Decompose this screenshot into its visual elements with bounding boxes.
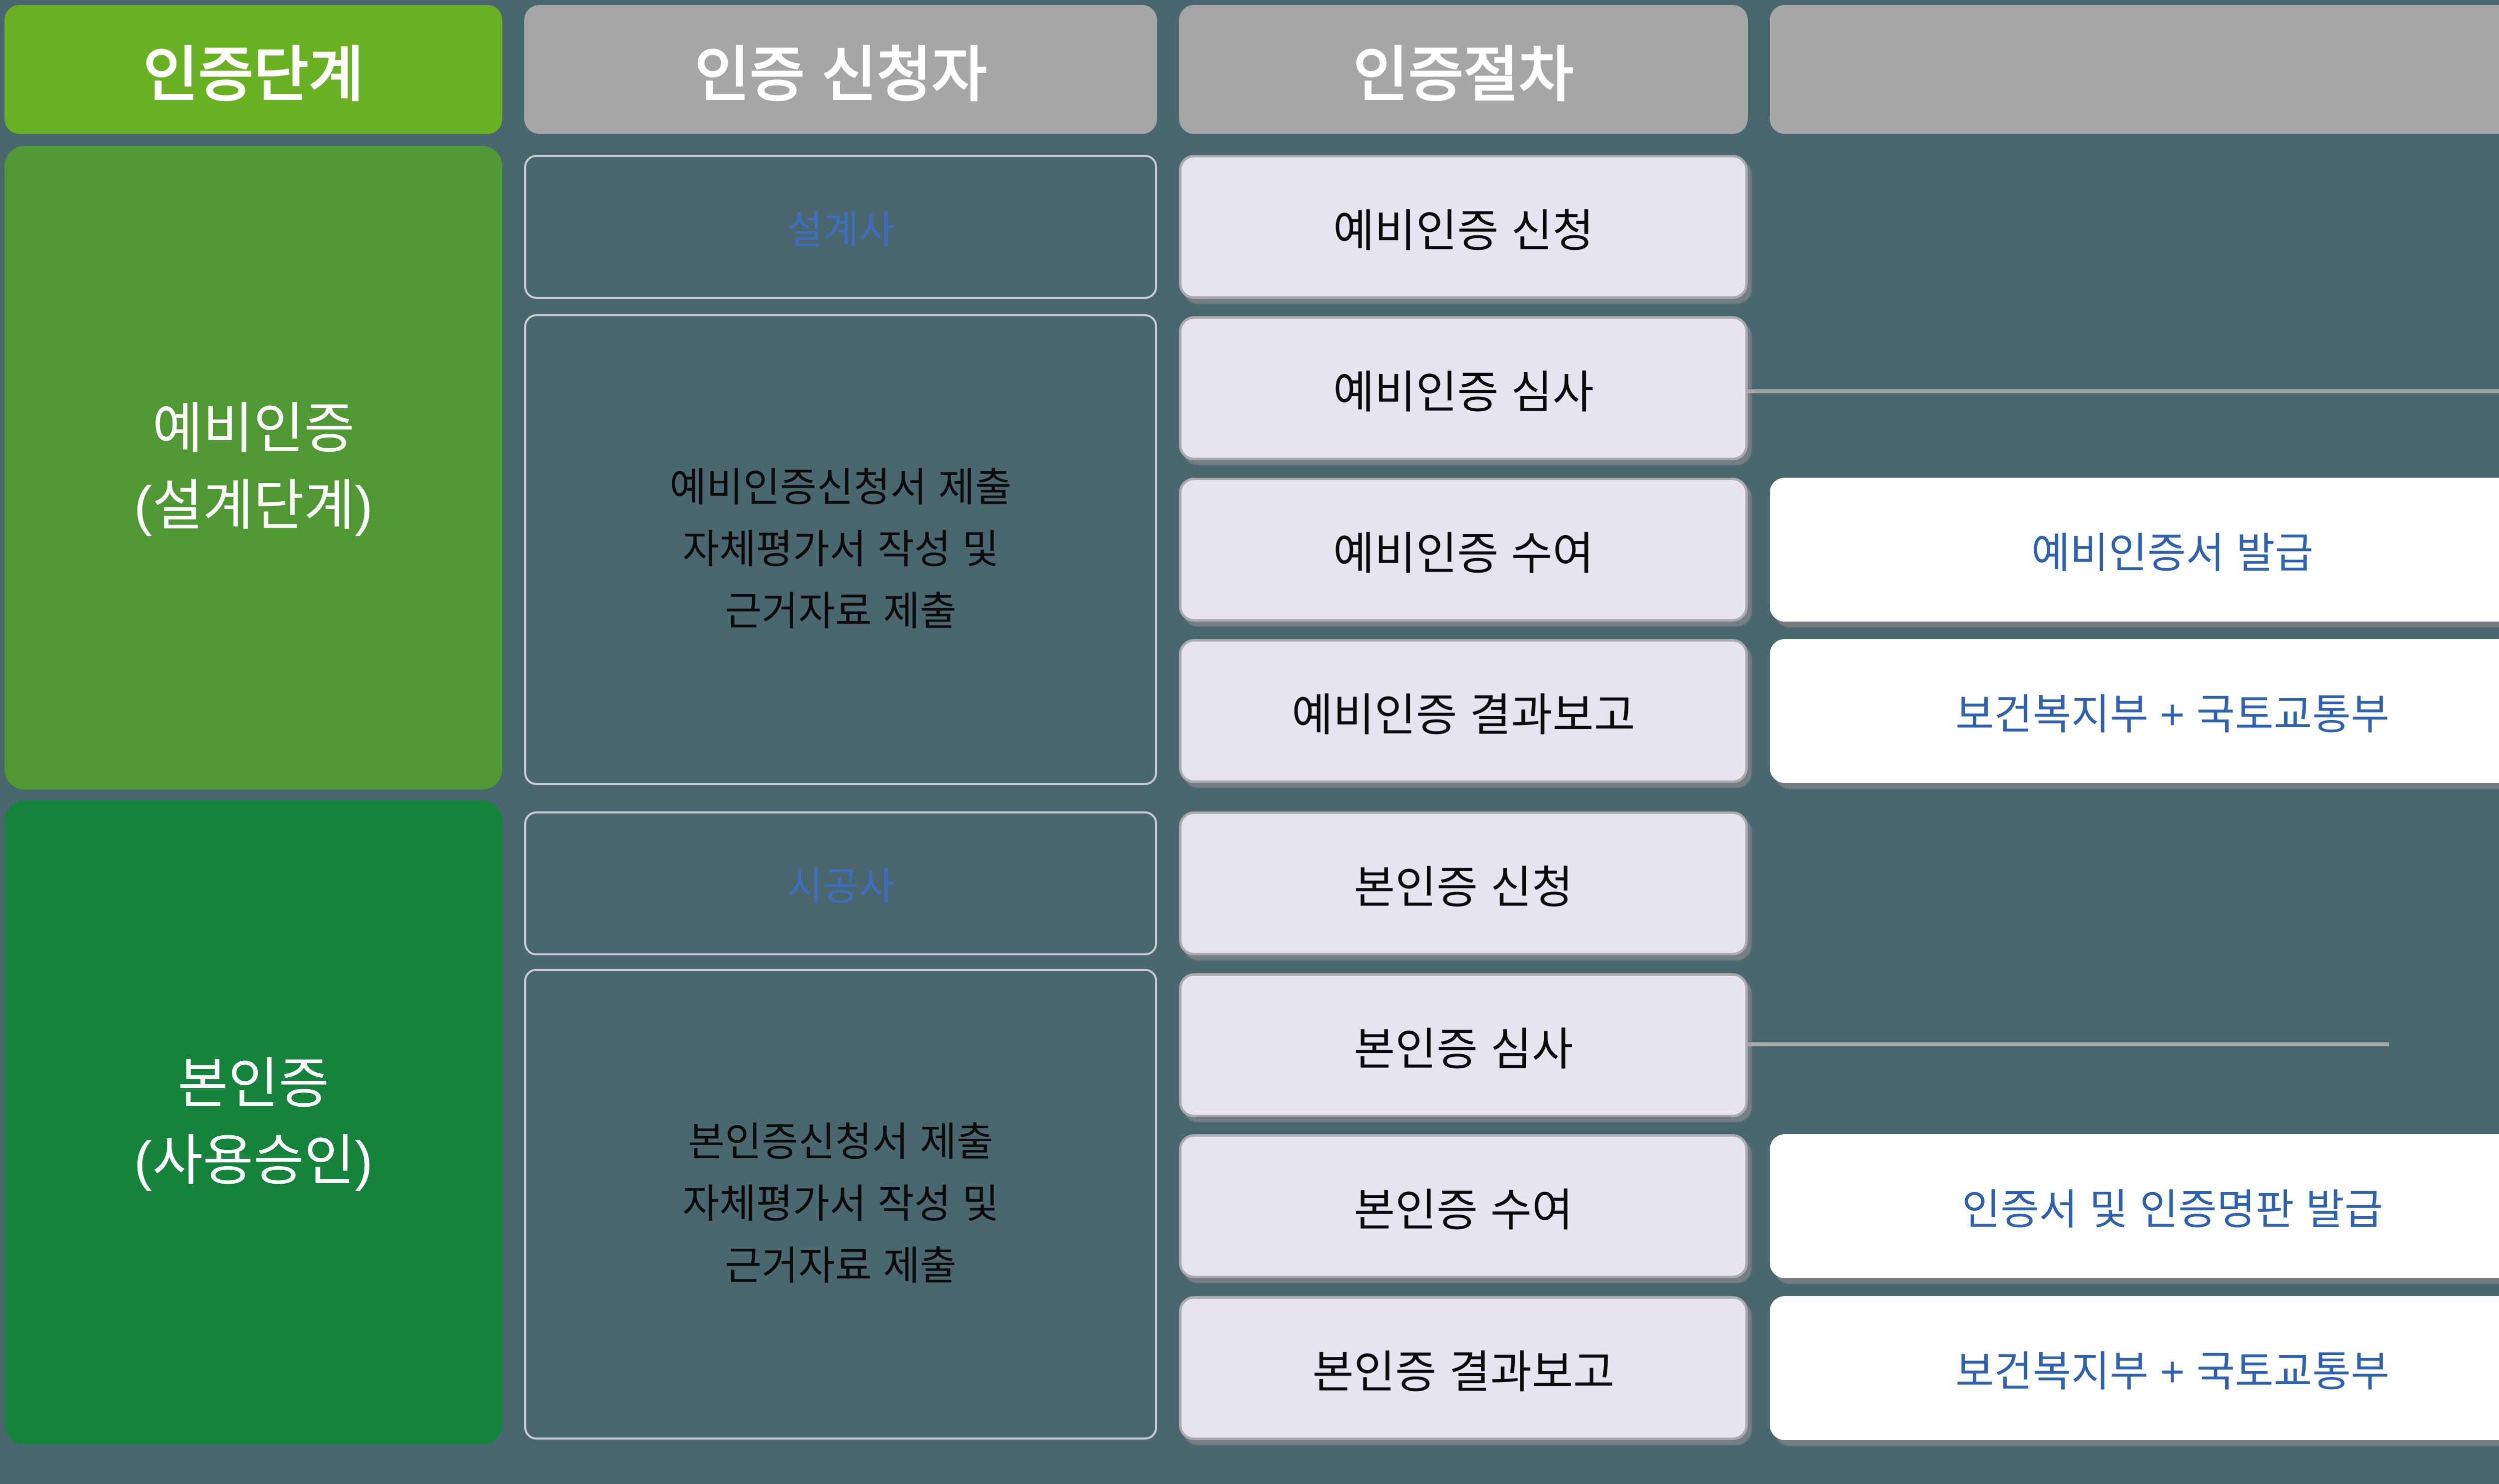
agency-card-label: 예비인증서 발급 bbox=[2031, 529, 2314, 577]
stage2-line1: 본인증 bbox=[177, 1053, 329, 1115]
procedure-step-label: 본인증 신청 bbox=[1353, 863, 1573, 913]
applicant-detail-main-text: 본인증신청서 제출 자체평가서 작성 및 근거자료 제출 bbox=[682, 1111, 999, 1297]
stage2-line2: (사용승인) bbox=[133, 1130, 373, 1192]
procedure-step-main-review: 본인증 심사 bbox=[1179, 973, 1748, 1117]
agency-card-label: 보건복지부 + 국토교통부 bbox=[1955, 1348, 2390, 1395]
detail2-line3: 근거자료 제출 bbox=[725, 1244, 957, 1288]
stage1-line2: (설계단계) bbox=[133, 475, 373, 537]
detail2-line1: 본인증신청서 제출 bbox=[688, 1120, 994, 1164]
agency-card-main-certificate: 인증서 및 인증명판 발급 bbox=[1770, 1134, 2499, 1278]
agency-card-preliminary-certificate: 예비인증서 발급 bbox=[1770, 478, 2499, 622]
procedure-step-preliminary-review: 예비인증 심사 bbox=[1179, 316, 1748, 460]
procedure-step-label: 본인증 수여 bbox=[1353, 1186, 1573, 1236]
procedure-step-label: 예비인증 심사 bbox=[1333, 368, 1594, 418]
stage1-line1: 예비인증 bbox=[152, 398, 355, 460]
agency-card-main-ministries: 보건복지부 + 국토교통부 bbox=[1770, 1296, 2499, 1440]
detail1-line1: 예비인증신청서 제출 bbox=[669, 465, 1012, 510]
header-procedure: 인증절차 bbox=[1179, 5, 1748, 134]
procedure-step-preliminary-award: 예비인증 수여 bbox=[1179, 478, 1748, 622]
procedure-step-preliminary-apply: 예비인증 신청 bbox=[1179, 155, 1748, 299]
header-procedure-label: 인증절차 bbox=[1353, 41, 1574, 108]
stage-block-main-label: 본인증 (사용승인) bbox=[134, 1046, 373, 1200]
header-stage-label: 인증단계 bbox=[143, 41, 364, 108]
agency-card-preliminary-ministries: 보건복지부 + 국토교통부 bbox=[1770, 639, 2499, 783]
applicant-role-contractor-label: 시공사 bbox=[787, 864, 895, 908]
stage-block-preliminary-label: 예비인증 (설계단계) bbox=[134, 391, 373, 545]
connector-line-main-review bbox=[1748, 1042, 2389, 1046]
procedure-step-main-award: 본인증 수여 bbox=[1179, 1134, 1748, 1278]
procedure-step-label: 예비인증 결과보고 bbox=[1291, 691, 1635, 741]
stage-block-main: 본인증 (사용승인) bbox=[4, 800, 502, 1445]
procedure-step-label: 본인증 결과보고 bbox=[1312, 1348, 1615, 1398]
applicant-detail-preliminary-text: 예비인증신청서 제출 자체평가서 작성 및 근거자료 제출 bbox=[670, 457, 1012, 643]
header-applicant-label: 인증 신청자 bbox=[694, 41, 987, 108]
procedure-step-label: 예비인증 신청 bbox=[1333, 206, 1594, 256]
applicant-role-designer: 설계사 bbox=[524, 155, 1157, 299]
header-applicant: 인증 신청자 bbox=[524, 5, 1157, 134]
header-stage: 인증단계 bbox=[4, 5, 502, 134]
connector-line-preliminary-review bbox=[1748, 389, 2499, 393]
procedure-step-label: 예비인증 수여 bbox=[1333, 529, 1594, 579]
applicant-detail-preliminary: 예비인증신청서 제출 자체평가서 작성 및 근거자료 제출 bbox=[524, 314, 1157, 785]
agency-card-label: 보건복지부 + 국토교통부 bbox=[1955, 691, 2390, 738]
stage-block-preliminary: 예비인증 (설계단계) bbox=[4, 146, 502, 789]
detail1-line3: 근거자료 제출 bbox=[725, 589, 957, 634]
procedure-step-label: 본인증 심사 bbox=[1353, 1025, 1573, 1075]
detail1-line2: 자체평가서 작성 및 bbox=[682, 527, 999, 572]
applicant-role-designer-label: 설계사 bbox=[787, 208, 895, 252]
detail2-line2: 자체평가서 작성 및 bbox=[682, 1182, 999, 1226]
procedure-step-preliminary-report: 예비인증 결과보고 bbox=[1179, 639, 1748, 783]
procedure-step-main-apply: 본인증 신청 bbox=[1179, 811, 1748, 955]
agency-card-label: 인증서 및 인증명판 발급 bbox=[1962, 1186, 2383, 1233]
applicant-role-contractor: 시공사 bbox=[524, 811, 1157, 955]
procedure-step-main-report: 본인증 결과보고 bbox=[1179, 1296, 1748, 1440]
header-agency: 인증기관 bbox=[1770, 5, 2499, 134]
applicant-detail-main: 본인증신청서 제출 자체평가서 작성 및 근거자료 제출 bbox=[524, 969, 1157, 1440]
